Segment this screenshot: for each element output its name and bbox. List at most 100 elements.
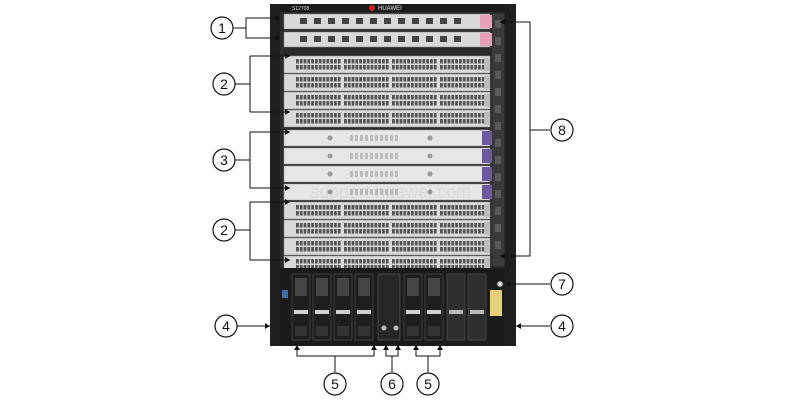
sfp-port bbox=[443, 205, 447, 210]
sfp-port bbox=[318, 59, 322, 64]
fabric-card-vent bbox=[365, 189, 368, 195]
right-warning-label bbox=[490, 290, 502, 316]
sfp-port bbox=[426, 113, 429, 118]
fabric-card-vent bbox=[385, 135, 388, 141]
sfp-port bbox=[426, 59, 429, 64]
sfp-port bbox=[470, 119, 474, 124]
sfp-port bbox=[447, 241, 451, 246]
sfp-port bbox=[430, 211, 433, 216]
callout-lines bbox=[233, 17, 550, 372]
sfp-port bbox=[363, 119, 366, 124]
sfp-port bbox=[363, 229, 366, 234]
sfp-port bbox=[363, 211, 366, 216]
sfp-port bbox=[374, 95, 378, 100]
callout-7: 7 bbox=[550, 272, 574, 296]
sfp-port bbox=[299, 77, 303, 82]
sfp-port bbox=[455, 95, 458, 100]
sfp-port bbox=[478, 113, 481, 118]
sfp-port bbox=[315, 229, 318, 234]
sfp-port bbox=[322, 211, 326, 216]
sfp-port bbox=[440, 95, 443, 100]
sfp-port bbox=[351, 223, 355, 228]
sfp-port bbox=[411, 59, 414, 64]
sfp-port bbox=[411, 119, 414, 124]
sfp-port bbox=[462, 59, 466, 64]
sfp-port bbox=[414, 77, 418, 82]
sfp-port bbox=[411, 77, 414, 82]
fabric-card-screw bbox=[327, 153, 333, 159]
sfp-port bbox=[322, 265, 326, 270]
sfp-port bbox=[326, 241, 330, 246]
sfp-port bbox=[462, 113, 466, 118]
sfp-port bbox=[440, 77, 443, 82]
fabric-card-vent bbox=[375, 189, 378, 195]
sfp-port bbox=[447, 205, 451, 210]
mpu-port bbox=[328, 18, 335, 24]
sfp-port bbox=[403, 229, 407, 234]
sfp-port bbox=[355, 211, 359, 216]
sfp-port bbox=[481, 113, 485, 118]
sfp-port bbox=[322, 101, 326, 106]
sfp-port bbox=[430, 101, 433, 106]
sfp-port bbox=[311, 205, 314, 210]
mpu-port bbox=[342, 36, 349, 42]
sfp-port bbox=[322, 83, 326, 88]
sfp-port bbox=[455, 119, 458, 124]
sfp-port bbox=[403, 241, 407, 246]
sfp-port bbox=[392, 101, 395, 106]
sfp-port bbox=[395, 241, 399, 246]
sfp-port bbox=[443, 241, 447, 246]
sfp-port bbox=[392, 77, 395, 82]
fabric-card-vent bbox=[380, 153, 383, 159]
sfp-port bbox=[351, 241, 355, 246]
sfp-port bbox=[430, 95, 433, 100]
sfp-port bbox=[374, 59, 378, 64]
sfp-port bbox=[330, 119, 333, 124]
sfp-port bbox=[459, 65, 462, 70]
sfp-port bbox=[382, 95, 385, 100]
sfp-port bbox=[422, 101, 426, 106]
sfp-port bbox=[303, 83, 307, 88]
mpu-port bbox=[328, 36, 335, 42]
sfp-port bbox=[337, 223, 341, 228]
sfp-port bbox=[466, 229, 470, 234]
sfp-port bbox=[311, 241, 314, 246]
sfp-port bbox=[462, 95, 466, 100]
sfp-port bbox=[307, 77, 311, 82]
sfp-port bbox=[443, 77, 447, 82]
sfp-port bbox=[326, 65, 330, 70]
sfp-port bbox=[363, 77, 366, 82]
side-column-marks bbox=[495, 20, 501, 249]
power-module-fan bbox=[428, 278, 440, 296]
sfp-port bbox=[370, 259, 374, 264]
sfp-port bbox=[326, 95, 330, 100]
sfp-port bbox=[426, 77, 429, 82]
fabric-card-vent bbox=[385, 171, 388, 177]
sfp-port bbox=[378, 223, 381, 228]
fabric-card-vent bbox=[380, 135, 383, 141]
sfp-port bbox=[347, 229, 351, 234]
sfp-port bbox=[481, 211, 485, 216]
sfp-port bbox=[366, 211, 370, 216]
sfp-port bbox=[455, 101, 458, 106]
sfp-port bbox=[392, 205, 395, 210]
sfp-port bbox=[334, 119, 337, 124]
callout-arrowheads bbox=[265, 15, 521, 350]
watermark-text: support.huawei.com bbox=[310, 182, 471, 202]
sfp-port bbox=[326, 101, 330, 106]
sfp-port bbox=[322, 223, 326, 228]
sfp-port bbox=[422, 113, 426, 118]
sfp-port bbox=[318, 229, 322, 234]
side-latch bbox=[495, 207, 501, 215]
sfp-port bbox=[422, 119, 426, 124]
sfp-port bbox=[307, 241, 311, 246]
sfp-port bbox=[374, 77, 378, 82]
sfp-port bbox=[363, 95, 366, 100]
power-module-handle bbox=[315, 310, 329, 314]
sfp-port bbox=[411, 83, 414, 88]
sfp-port bbox=[411, 65, 414, 70]
sfp-port bbox=[296, 101, 299, 106]
sfp-port bbox=[366, 259, 370, 264]
sfp-port bbox=[347, 211, 351, 216]
sfp-port bbox=[462, 259, 466, 264]
